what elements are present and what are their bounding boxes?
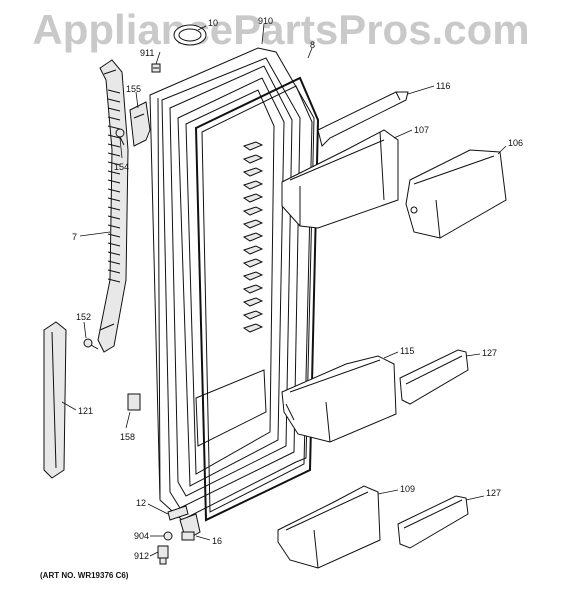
- callout-106: 106: [508, 138, 523, 148]
- dairy-bin-106: [405, 149, 507, 239]
- callout-16: 16: [212, 536, 222, 546]
- shelf-rail-notch: [242, 271, 264, 281]
- grip-tick: [107, 125, 121, 130]
- grip-tick: [107, 242, 121, 247]
- grip-tick: [107, 197, 121, 202]
- callout-107: 107: [414, 125, 429, 135]
- bin-trim-127-upper: [399, 349, 469, 405]
- callout-12: 12: [136, 498, 146, 508]
- leader-lines: [61, 23, 507, 557]
- handle-grip-pattern: [107, 89, 121, 283]
- callout-116: 116: [436, 81, 450, 91]
- callout-154: 154: [114, 162, 129, 172]
- shelf-rail-notch: [242, 284, 264, 294]
- grip-tick: [107, 98, 121, 103]
- grip-tick: [107, 116, 121, 121]
- screw-152: [83, 338, 99, 350]
- grip-tick: [107, 215, 121, 220]
- callout-127-upper: 127: [482, 348, 497, 358]
- hinge-pin: [157, 545, 169, 565]
- hinge-screw: [151, 63, 161, 73]
- screw-904: [163, 531, 173, 541]
- hinge-cover: [129, 101, 151, 147]
- callout-7: 7: [72, 232, 77, 242]
- door-handle: [97, 59, 129, 353]
- callout-109: 109: [400, 484, 415, 494]
- grip-tick: [107, 269, 121, 274]
- shelf-rail-notch: [242, 297, 264, 307]
- grip-tick: [107, 143, 121, 148]
- grip-tick: [107, 134, 121, 139]
- bin-cover: [317, 91, 409, 147]
- callout-904: 904: [134, 531, 149, 541]
- door-bin-109: [277, 485, 381, 569]
- grip-tick: [107, 161, 121, 166]
- shelf-rail-notch: [242, 180, 264, 190]
- callout-155: 155: [126, 84, 141, 94]
- shelf-rail-notch: [242, 206, 264, 216]
- door-stop-bracket: [179, 513, 201, 541]
- door-liner: [177, 77, 285, 487]
- shelf-rail-notch: [242, 258, 264, 268]
- callout-127-lower: 127: [486, 488, 501, 498]
- callout-115: 115: [400, 346, 414, 356]
- grip-tick: [107, 179, 121, 184]
- callout-158: 158: [120, 432, 135, 442]
- grip-tick: [107, 206, 121, 211]
- bin-trim-127-lower: [397, 495, 469, 549]
- callout-101: 10: [208, 18, 218, 28]
- handle-trim: [43, 321, 67, 479]
- grip-tick: [107, 188, 121, 193]
- callout-912: 912: [134, 551, 149, 561]
- shelf-rail-notch: [242, 167, 264, 177]
- shelf-rail-notch: [242, 310, 264, 320]
- shelf-rail-notch: [242, 193, 264, 203]
- grip-tick: [107, 152, 121, 157]
- stop-block: [127, 393, 141, 411]
- shelf-rail-notch: [242, 141, 264, 151]
- grip-tick: [107, 233, 121, 238]
- grip-tick: [107, 224, 121, 229]
- door-gasket: [194, 76, 320, 522]
- callout-121: 121: [78, 406, 93, 416]
- liner-shelf-rails: [242, 141, 264, 333]
- grip-tick: [107, 89, 121, 94]
- shelf-rail-notch: [242, 323, 264, 333]
- callout-labels: 10 910 911 8 155 154 116 107 106 7 152 1…: [72, 16, 523, 561]
- grip-tick: [107, 251, 121, 256]
- shelf-rail-notch: [242, 154, 264, 164]
- grip-tick: [107, 278, 121, 283]
- art-number: (ART NO. WR19376 C6): [40, 571, 129, 580]
- callout-152: 152: [76, 312, 91, 322]
- callout-911: 911: [140, 48, 154, 58]
- shelf-rail-notch: [242, 245, 264, 255]
- grip-tick: [107, 107, 121, 112]
- callout-8: 8: [310, 40, 315, 50]
- grip-tick: [107, 170, 121, 175]
- grip-tick: [107, 260, 121, 265]
- shelf-rail-notch: [242, 232, 264, 242]
- callout-910: 910: [258, 16, 273, 26]
- screw-154: [115, 128, 125, 146]
- shelf-rail-notch: [242, 219, 264, 229]
- watermark: AppliancePartsPros.com: [32, 6, 530, 53]
- door-bin-107: [281, 129, 399, 229]
- door-bin-115: [281, 355, 397, 443]
- door-clip: [167, 505, 189, 521]
